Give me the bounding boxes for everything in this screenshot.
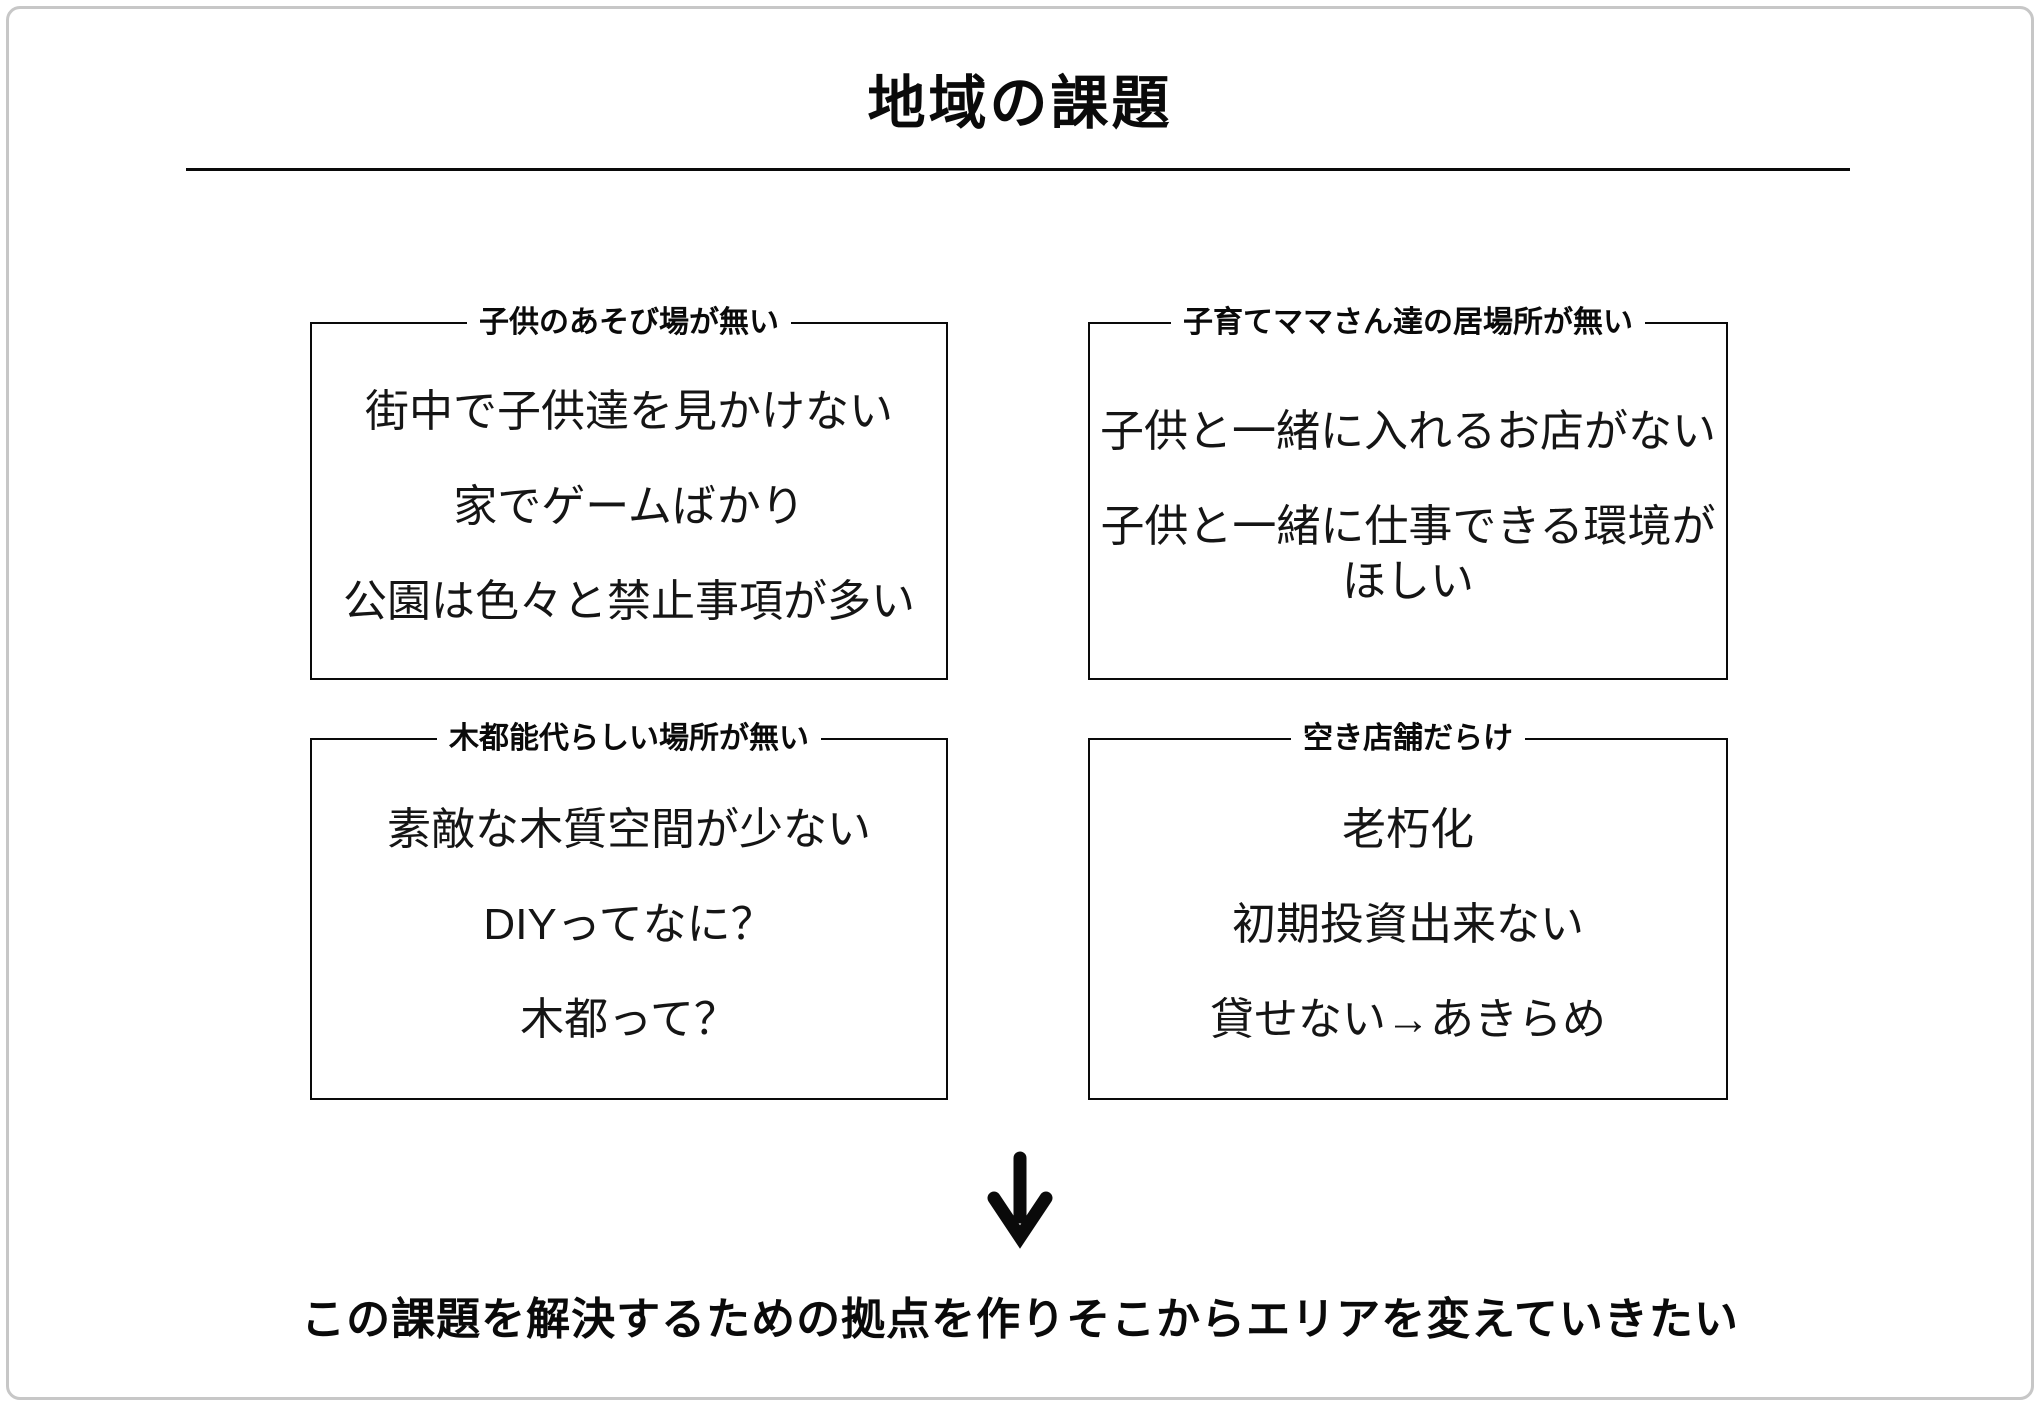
title-divider xyxy=(186,168,1850,171)
box-item: 貸せない→あきらめ xyxy=(1210,994,1606,1044)
box-label: 子育てママさん達の居場所が無い xyxy=(1171,305,1645,341)
box-label: 子供のあそび場が無い xyxy=(467,305,791,341)
box-item: 素敵な木質空間が少ない xyxy=(387,804,871,854)
box-item: 公園は色々と禁止事項が多い xyxy=(343,576,915,626)
problem-box-grid: 子供のあそび場が無い 街中で子供達を見かけない 家でゲームばかり 公園は色々と禁… xyxy=(310,305,1728,1100)
box-item: 子供と一緒に仕事できる環境がほしい xyxy=(1100,501,1716,606)
box-item: 街中で子供達を見かけない xyxy=(365,386,893,436)
box-item: 子供と一緒に入れるお店がない xyxy=(1100,406,1716,456)
problem-box-vacant-shops: 空き店舗だらけ 老朽化 初期投資出来ない 貸せない→あきらめ xyxy=(1088,721,1728,1100)
conclusion-text: この課題を解決するための拠点を作りそこからエリアを変えていきたい xyxy=(301,1295,1739,1344)
box-label: 空き店舗だらけ xyxy=(1291,721,1525,757)
problem-box-wood-city: 木都能代らしい場所が無い 素敵な木質空間が少ない DIYってなに？ 木都って？ xyxy=(310,721,948,1100)
box-item: 初期投資出来ない xyxy=(1232,899,1584,949)
problem-box-play-area: 子供のあそび場が無い 街中で子供達を見かけない 家でゲームばかり 公園は色々と禁… xyxy=(310,305,948,680)
box-item: 老朽化 xyxy=(1342,804,1474,854)
box-item: DIYってなに？ xyxy=(483,899,775,949)
page-title: 地域の課題 xyxy=(867,71,1173,136)
down-arrow-icon xyxy=(987,1151,1053,1249)
box-item: 家でゲームばかり xyxy=(453,481,805,531)
box-item: 木都って？ xyxy=(520,994,738,1044)
problem-box-moms-place: 子育てママさん達の居場所が無い 子供と一緒に入れるお店がない 子供と一緒に仕事で… xyxy=(1088,305,1728,680)
box-label: 木都能代らしい場所が無い xyxy=(437,721,821,757)
